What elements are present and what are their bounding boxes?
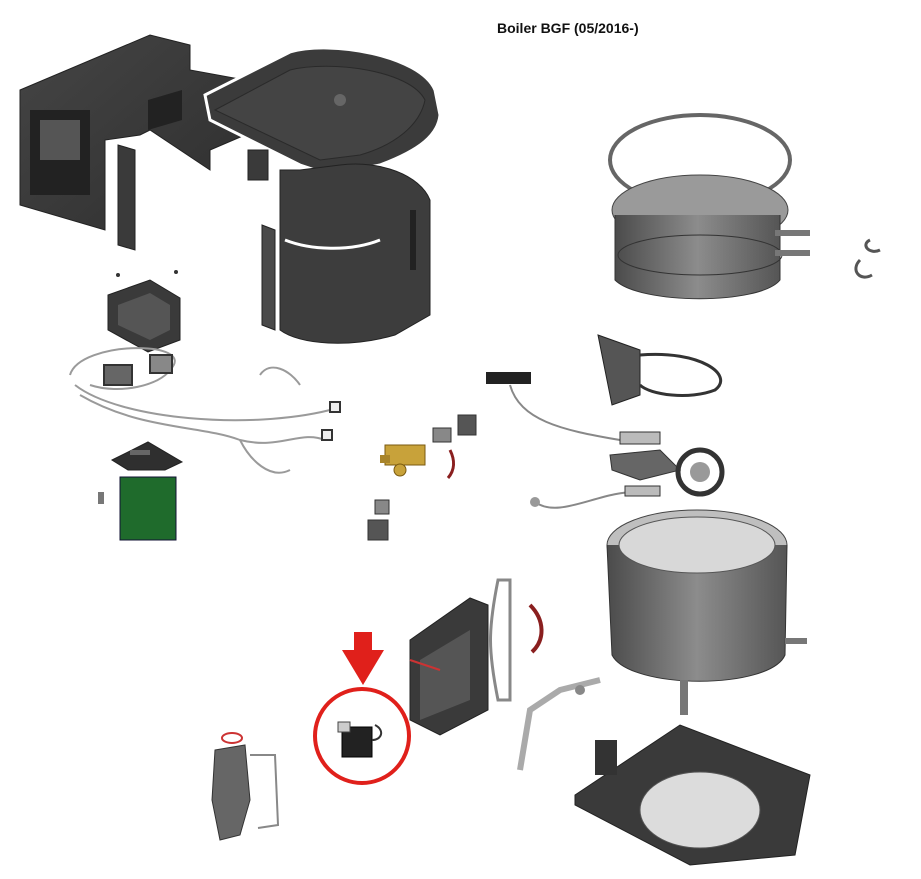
- thermocouple: [530, 485, 661, 509]
- cover-gasket: [489, 578, 512, 702]
- pilot-burner: [609, 447, 725, 497]
- front-access-cover: [409, 597, 489, 736]
- lid-bracket: [247, 149, 269, 181]
- burner-shield: [597, 334, 723, 406]
- red-gasket-arc: [528, 603, 544, 654]
- round-casing-shell: [261, 163, 431, 344]
- red-gasket-small: [446, 449, 455, 479]
- highlight-circle: [313, 687, 411, 785]
- flue-pipe: [517, 677, 601, 771]
- control-housing: [107, 270, 181, 353]
- valve-bracket: [432, 414, 477, 443]
- highlight-arrow-icon: [342, 632, 384, 685]
- combustion-chamber: [606, 509, 807, 715]
- diagram-title: Boiler BGF (05/2016-): [497, 20, 639, 36]
- tank-top-drum: [611, 174, 810, 300]
- lid-top-cover: [203, 46, 442, 177]
- outer-casing-frame: [19, 34, 246, 231]
- gas-valve: [380, 444, 426, 477]
- electronics-cover: [110, 441, 184, 471]
- control-circuit-board: [98, 476, 177, 541]
- side-strip-panel: [117, 144, 136, 251]
- condensate-siphon: [211, 732, 280, 841]
- small-fittings: [854, 238, 881, 279]
- base-plate: [574, 724, 811, 866]
- ignition-module: [486, 372, 661, 445]
- highlighted-bracket-part: [337, 721, 383, 758]
- wiring-harness: [69, 347, 341, 474]
- valve-clip: [367, 499, 390, 541]
